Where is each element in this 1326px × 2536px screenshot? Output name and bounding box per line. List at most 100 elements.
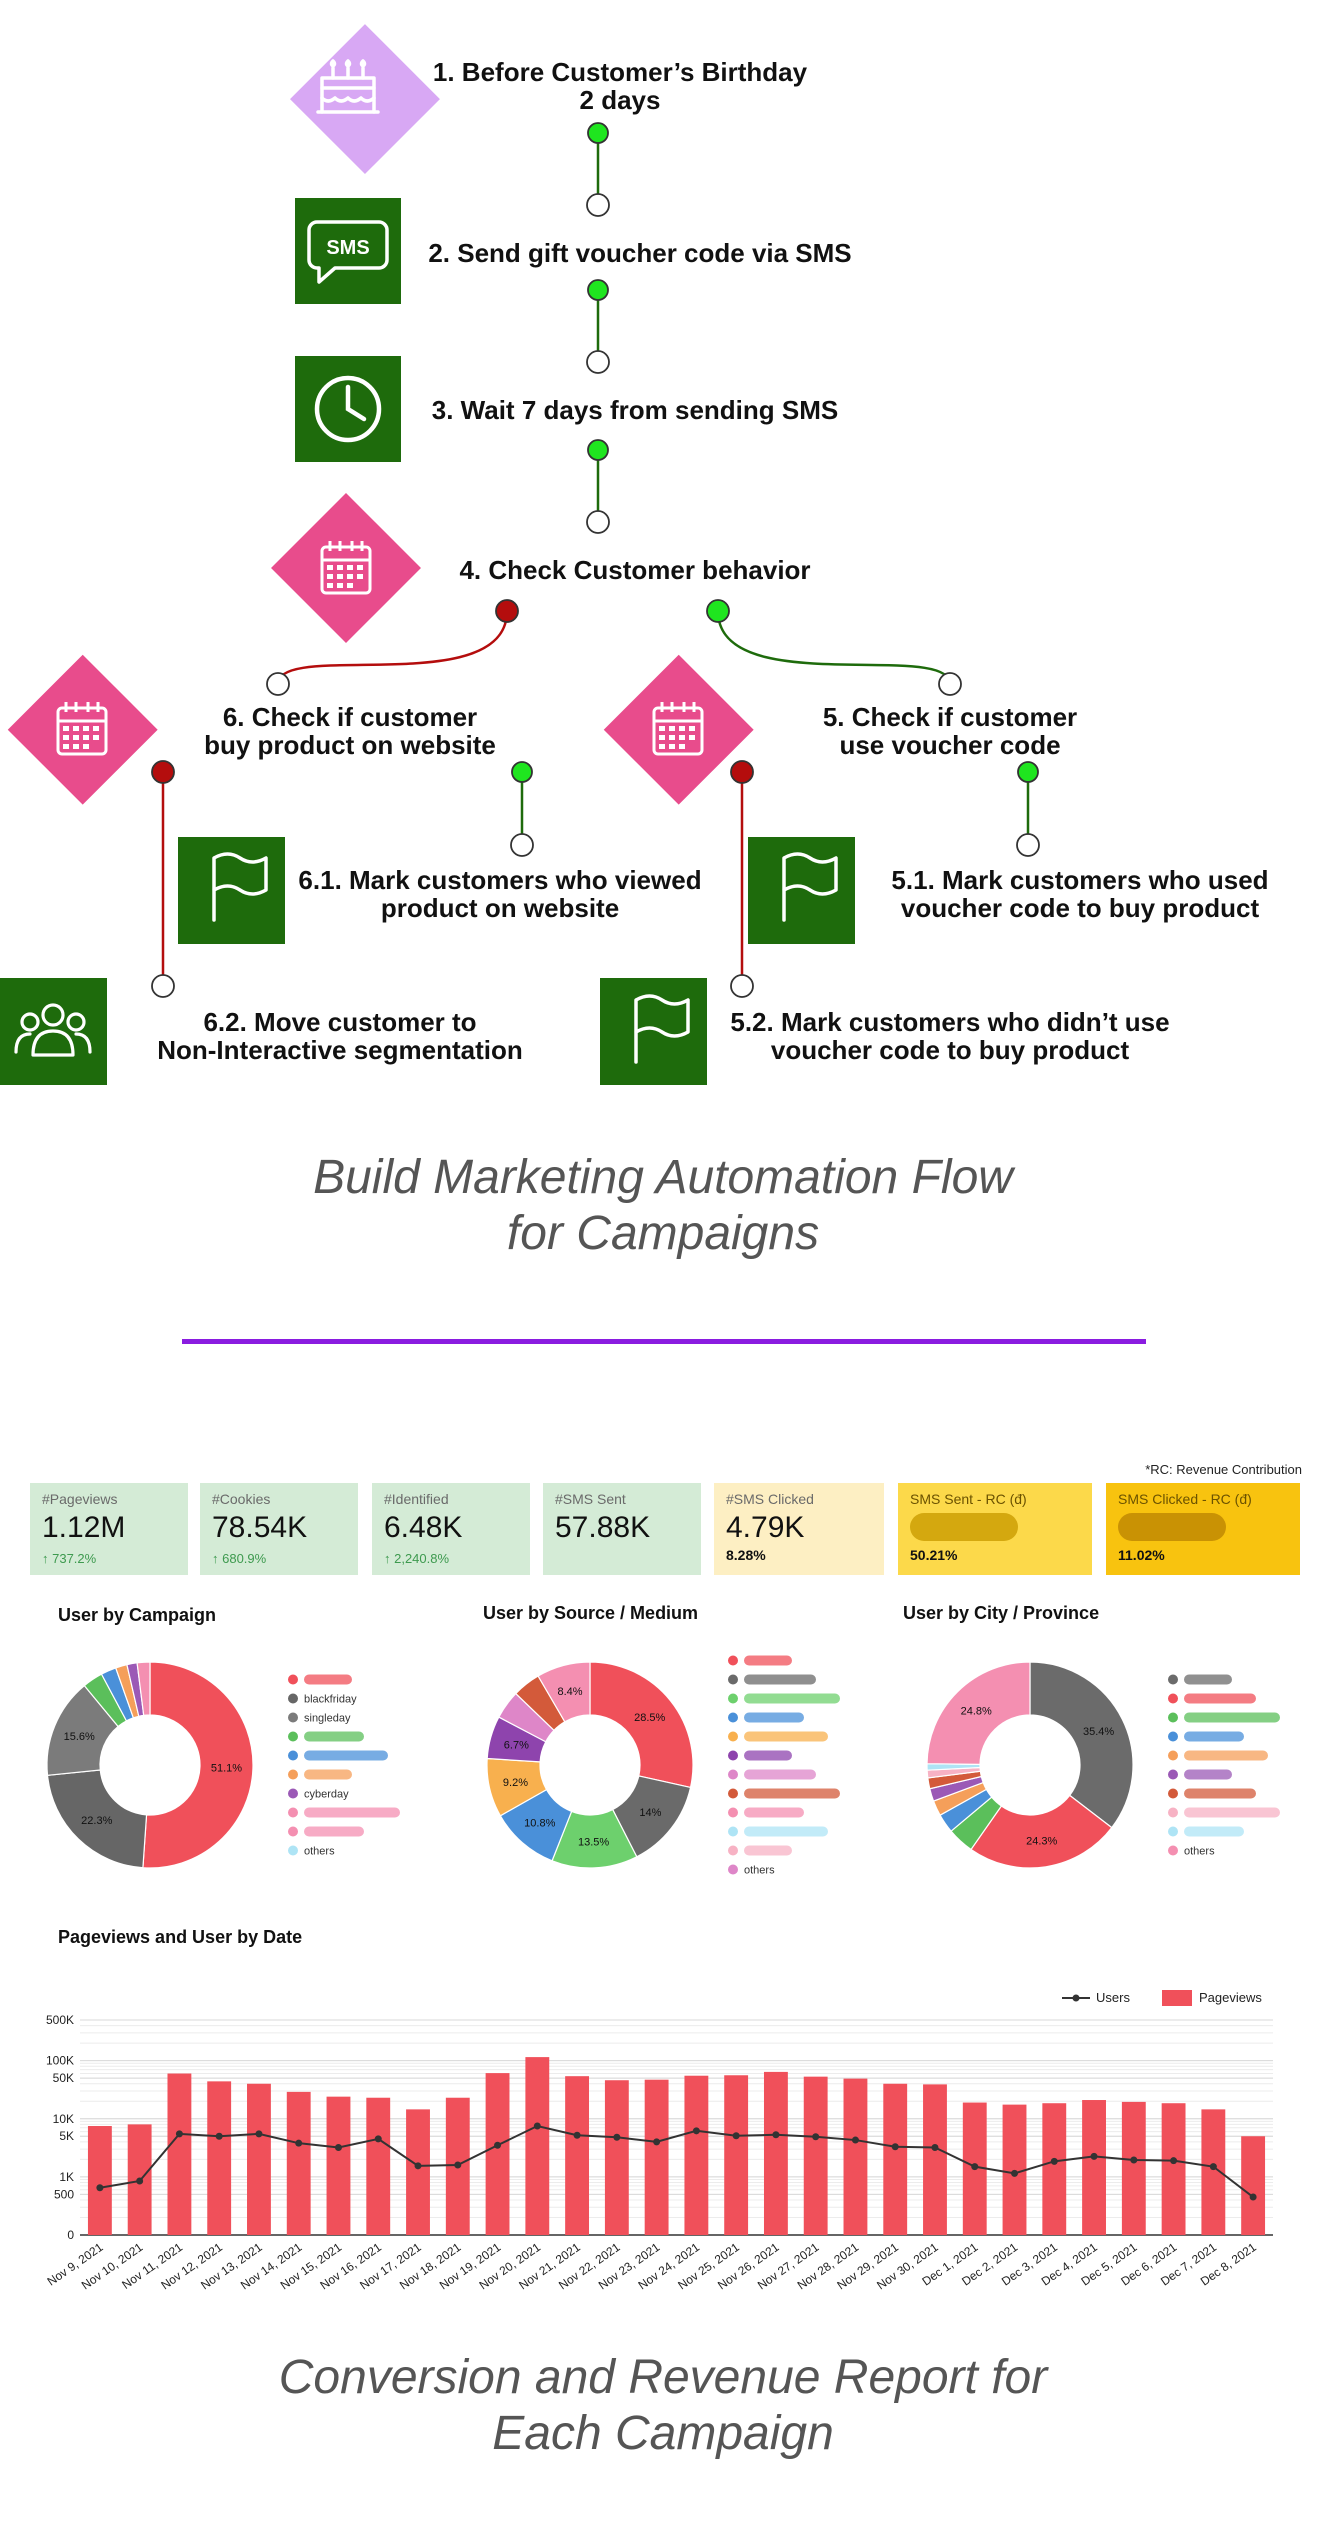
legend-redacted xyxy=(304,1769,352,1780)
legend-dot xyxy=(728,1788,738,1799)
section-divider xyxy=(182,1339,1146,1344)
port-in-6 xyxy=(266,672,290,696)
flag-icon xyxy=(178,837,285,944)
legend-redacted xyxy=(744,1769,816,1780)
legend-dot xyxy=(728,1693,738,1704)
port-in-52 xyxy=(730,974,754,998)
y-tick-label: 0 xyxy=(67,2228,74,2242)
legend-label: blackfriday xyxy=(304,1694,357,1706)
line-users xyxy=(99,2124,1254,2198)
pie-chart-campaign: 51.1%22.3%15.6%blackfridaysingledaycyber… xyxy=(46,1661,400,1869)
y-tick-label: 50K xyxy=(53,2071,74,2085)
point-users xyxy=(454,2161,462,2169)
legend-dot xyxy=(288,1769,298,1780)
bar-pageviews xyxy=(207,2081,232,2235)
legend-redacted xyxy=(1184,1769,1232,1780)
kpi-value: 1.12M xyxy=(42,1511,126,1544)
kpi-identified: #Identified 6.48K ↑ 2,240.8% xyxy=(372,1483,530,1575)
connector-4-5 xyxy=(716,610,952,685)
kpi-label: #SMS Sent xyxy=(555,1491,626,1507)
legend-dot xyxy=(288,1845,298,1856)
legend-redacted xyxy=(1184,1750,1268,1761)
point-users xyxy=(931,2144,939,2152)
pie-slice-label: 6.7% xyxy=(504,1739,529,1751)
legend-dot xyxy=(1168,1750,1178,1761)
redacted-value xyxy=(910,1513,1018,1541)
bar-pageviews xyxy=(286,2091,311,2235)
bar-pageviews xyxy=(724,2075,749,2235)
y-tick-label: 500K xyxy=(46,2013,74,2027)
legend-swatch-pageviews xyxy=(1162,1990,1192,2006)
bar-pageviews xyxy=(1082,2100,1106,2235)
point-users xyxy=(851,2136,859,2144)
legend-redacted xyxy=(304,1807,400,1818)
port-in-2 xyxy=(586,193,610,217)
pie-slice-label: 35.4% xyxy=(1083,1726,1114,1738)
point-users xyxy=(175,2130,183,2138)
legend-dot xyxy=(728,1731,738,1742)
legend-dot xyxy=(1168,1674,1178,1685)
kpi-sms-sent-rc: SMS Sent - RC (đ) 50.21% xyxy=(898,1483,1092,1575)
bar-pageviews xyxy=(485,2073,510,2235)
legend-dot xyxy=(728,1864,738,1875)
pie-slice xyxy=(926,1661,1031,1765)
legend-dot xyxy=(288,1674,298,1685)
bar-pageviews xyxy=(326,2096,351,2235)
legend-label: others xyxy=(1184,1846,1215,1858)
bar-chart-title: Pageviews and User by Date xyxy=(58,1927,303,1947)
bar-pageviews xyxy=(366,2097,391,2235)
port-in-3 xyxy=(586,350,610,374)
pie-title: User by City / Province xyxy=(903,1603,1100,1623)
legend-dot xyxy=(728,1807,738,1818)
bar-pageviews xyxy=(1161,2103,1186,2235)
legend-dot xyxy=(728,1826,738,1837)
kpi-value: 57.88K xyxy=(555,1511,651,1544)
point-users xyxy=(494,2141,502,2149)
legend-redacted xyxy=(1184,1731,1244,1742)
pie-slice-label: 51.1% xyxy=(211,1763,242,1775)
cake-icon xyxy=(290,24,440,175)
pie-slice xyxy=(970,1794,1113,1869)
legend-redacted xyxy=(744,1788,840,1799)
legend-redacted xyxy=(304,1826,364,1837)
bar-pageviews xyxy=(883,2083,908,2235)
point-users xyxy=(613,2133,621,2141)
point-users xyxy=(692,2127,700,2135)
legend-dot xyxy=(1168,1826,1178,1837)
point-users xyxy=(136,2177,144,2185)
legend-redacted xyxy=(304,1731,364,1742)
y-tick-label: 10K xyxy=(53,2112,74,2126)
legend-redacted xyxy=(1184,1674,1232,1685)
kpi-pageviews: #Pageviews 1.12M ↑ 737.2% xyxy=(30,1483,188,1575)
bar-pageviews xyxy=(1241,2136,1266,2235)
port-no-5 xyxy=(730,760,754,784)
pie-slice-label: 8.4% xyxy=(558,1686,583,1698)
connector-4-6 xyxy=(276,610,509,685)
point-users xyxy=(215,2132,223,2140)
pie-slice xyxy=(46,1769,148,1869)
point-users xyxy=(533,2122,541,2130)
kpi-percent: 8.28% xyxy=(726,1547,766,1563)
point-users xyxy=(1090,2152,1098,2160)
port-in-62 xyxy=(151,974,175,998)
port-yes-6 xyxy=(511,761,533,783)
step-2-label: 2. Send gift voucher code via SMS xyxy=(428,238,852,268)
pie-slice xyxy=(142,1661,254,1869)
legend-dot xyxy=(288,1731,298,1742)
bar-pageviews xyxy=(1121,2101,1146,2235)
legend-label: others xyxy=(744,1865,775,1877)
point-users xyxy=(772,2131,780,2139)
pie-title: User by Source / Medium xyxy=(483,1603,699,1623)
flag-icon xyxy=(748,837,855,944)
legend-dot xyxy=(728,1712,738,1723)
legend-redacted xyxy=(744,1731,828,1742)
legend-dot xyxy=(728,1750,738,1761)
legend-dot xyxy=(1168,1731,1178,1742)
y-tick-label: 5K xyxy=(59,2129,74,2143)
pie-slice-label: 28.5% xyxy=(634,1712,665,1724)
